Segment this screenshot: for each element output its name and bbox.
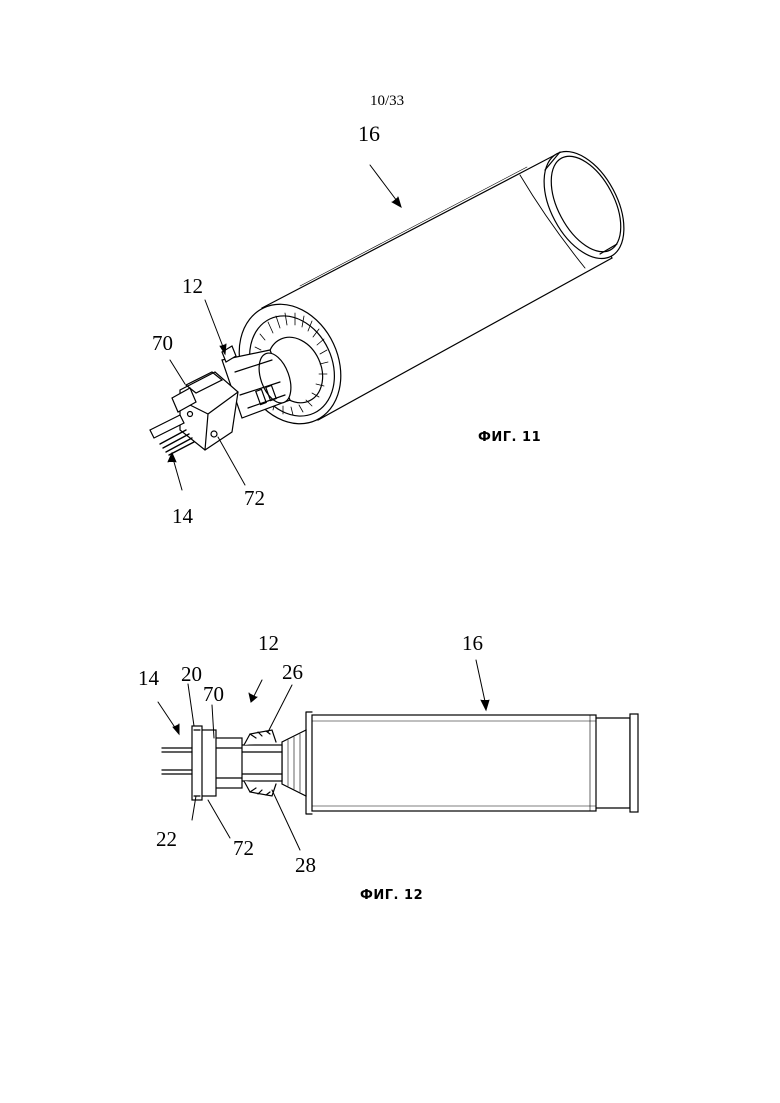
- fig12-label-housing: 72: [233, 838, 254, 859]
- fig12-label-connector: 12: [258, 633, 279, 654]
- fig12-label-pins: 14: [138, 668, 159, 689]
- clip-upper: [244, 730, 276, 745]
- tube-body: [312, 715, 596, 811]
- connector-housing: [214, 738, 242, 788]
- connector-pins: [162, 748, 192, 774]
- tube-end-cap: [596, 718, 630, 808]
- fig12-label-clip-upper: 26: [282, 662, 303, 683]
- fig12-label-ring: 70: [203, 684, 224, 705]
- fig12-caption: ФИГ. 12: [360, 888, 423, 903]
- fig12-label-clip-lower: 28: [295, 855, 316, 876]
- fig12-label-tube: 16: [462, 633, 483, 654]
- fig12-label-flange-lower: 22: [156, 829, 177, 850]
- fig12-label-flange-upper: 20: [181, 664, 202, 685]
- connector-sleeve: [240, 745, 282, 781]
- clip-lower: [244, 781, 276, 796]
